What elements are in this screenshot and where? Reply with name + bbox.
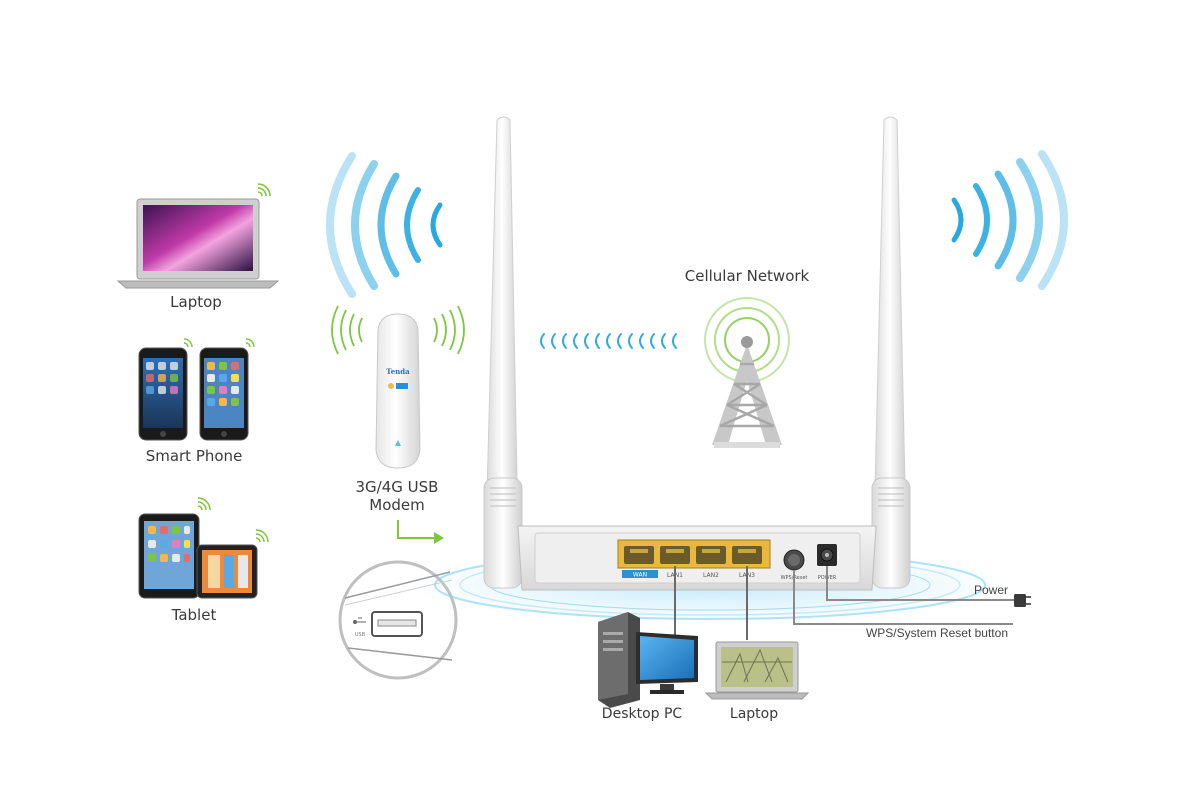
cellular-network-label: Cellular Network: [685, 267, 810, 285]
smartphone-label: Smart Phone: [146, 447, 243, 465]
port-label-wan: WAN: [633, 572, 647, 579]
wifi-waves-right-icon: [951, 150, 1068, 290]
usb-modem-icon: Tenda: [331, 305, 465, 469]
wps-callout-label: WPS/System Reset button: [866, 626, 1008, 640]
tablet-icon: [138, 497, 269, 599]
desktop-pc-icon: [598, 612, 698, 708]
insert-arrow-icon: [397, 520, 444, 544]
modem-brand-logo: Tenda: [386, 367, 410, 376]
tablet-label: Tablet: [171, 606, 217, 624]
wifi-waves-left-icon: [326, 152, 443, 298]
callout-lines: [793, 566, 1014, 625]
laptop-wifi-icon: [257, 183, 271, 197]
smartphone-icon: [138, 338, 255, 441]
laptop-wireless-icon: [116, 183, 280, 289]
laptop-label: Laptop: [170, 293, 222, 311]
cell-tower-icon: [704, 297, 790, 448]
usb-port-text: USB: [355, 632, 366, 638]
ethernet-cables: [674, 566, 748, 640]
desktop-pc-label: Desktop PC: [602, 706, 683, 722]
router-ports: WAN LAN1 LAN2 LAN3: [617, 539, 771, 579]
modem-label-line2: Modem: [369, 496, 424, 514]
router-antenna-left: [483, 116, 523, 589]
wired-laptop-icon: [704, 641, 810, 700]
power-plug-icon: [1014, 594, 1031, 607]
power-callout-label: Power: [974, 583, 1008, 597]
router-antenna-right: [871, 116, 911, 589]
cellular-dotted-waves-icon: [540, 333, 677, 349]
modem-label-line1: 3G/4G USB: [356, 478, 439, 496]
wired-laptop-label: Laptop: [730, 706, 778, 722]
port-label-lan2: LAN2: [703, 572, 719, 579]
